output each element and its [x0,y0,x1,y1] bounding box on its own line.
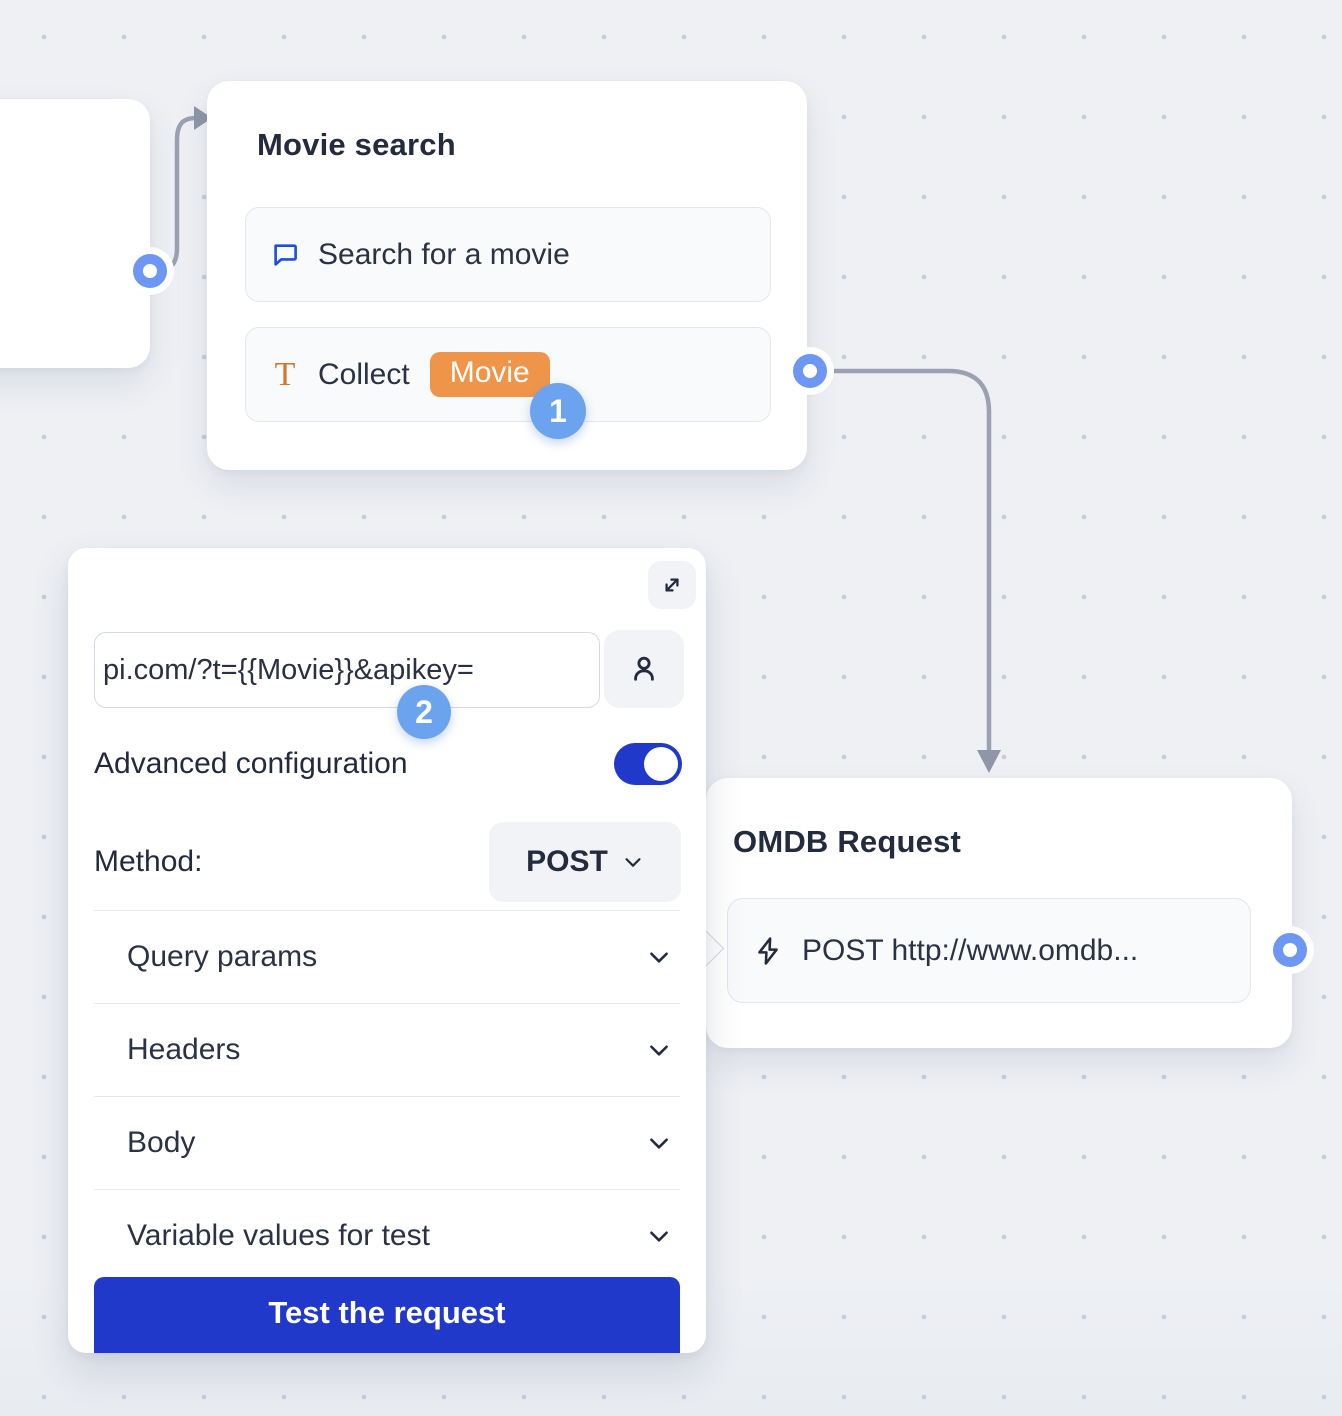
output-port-previous[interactable] [133,254,167,288]
node-movie-search[interactable]: Movie search Search for a movie T Collec… [207,81,807,470]
output-port-movie-search[interactable] [793,354,827,388]
text-input-icon: T [274,355,296,393]
section-query-params[interactable]: Query params [94,911,680,1004]
advanced-configuration-label: Advanced configuration [94,747,408,780]
advanced-configuration-toggle[interactable] [614,743,682,785]
node-omdb-request[interactable]: OMDB Request POST http://www.omdb... [706,778,1292,1048]
user-variable-button[interactable] [604,630,684,708]
section-body[interactable]: Body [94,1097,680,1190]
node-title: OMDB Request [733,824,962,859]
person-icon [626,651,662,687]
node-item-omdb-post[interactable]: POST http://www.omdb... [727,898,1251,1003]
node-item-label: Collect [318,357,410,391]
section-label: Variable values for test [127,1219,430,1252]
section-headers[interactable]: Headers [94,1004,680,1097]
node-previous[interactable] [0,99,150,368]
chevron-down-icon [622,851,644,873]
expand-icon [659,572,685,598]
url-input[interactable]: pi.com/?t={{Movie}}&apikey= [94,632,600,708]
step-badge-1: 1 [530,383,586,439]
connector-arrow-right-icon [194,106,212,130]
node-item-label: POST http://www.omdb... [802,933,1139,967]
node-item-search-for-movie[interactable]: Search for a movie [245,207,771,302]
method-value: POST [526,845,608,878]
url-value: pi.com/?t={{Movie}}&apikey= [103,653,474,686]
request-editor-panel[interactable]: pi.com/?t={{Movie}}&apikey= Advanced con… [68,548,706,1353]
section-label: Query params [127,940,318,973]
chevron-down-icon[interactable] [646,1223,672,1249]
lightning-icon [752,935,784,967]
chevron-down-icon[interactable] [646,1130,672,1156]
connector-arrow-down-icon [977,750,1001,773]
connector-line-movie-to-omdb [819,368,992,755]
toggle-knob [644,747,678,781]
chevron-down-icon[interactable] [646,1037,672,1063]
collapsible-sections: Query params Headers Body Variable value… [94,910,680,1283]
connector-line-left [155,115,199,275]
expand-button[interactable] [648,561,696,609]
method-select[interactable]: POST [489,822,681,902]
method-label: Method: [94,845,203,878]
step-badge-2: 2 [397,685,451,739]
section-label: Headers [127,1033,241,1066]
output-port-omdb[interactable] [1273,933,1307,967]
section-label: Body [127,1126,196,1159]
node-title: Movie search [257,127,456,162]
variable-badge-movie[interactable]: Movie [429,352,550,397]
chevron-down-icon[interactable] [646,944,672,970]
section-variable-values[interactable]: Variable values for test [94,1190,680,1283]
node-item-label: Search for a movie [318,237,570,271]
node-item-collect-movie[interactable]: T Collect Movie [245,327,771,422]
test-request-button[interactable]: Test the request [94,1277,680,1353]
chat-bubble-icon [270,240,300,270]
